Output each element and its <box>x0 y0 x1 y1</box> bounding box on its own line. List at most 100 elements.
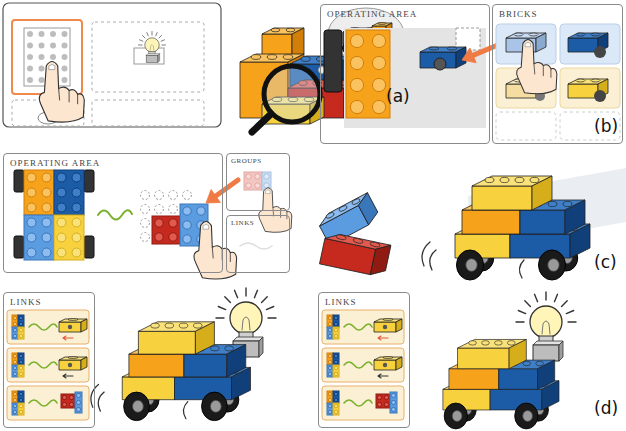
brick-stud <box>377 395 381 399</box>
brick-stud <box>155 219 163 227</box>
grid-dot <box>39 77 45 83</box>
light-ray <box>566 311 573 314</box>
brick-stud <box>372 100 385 113</box>
brick-body <box>346 30 390 118</box>
brick-side <box>396 319 402 332</box>
pointing-hand <box>517 40 557 94</box>
panel-heading: GROUPS <box>231 157 285 165</box>
brick-body <box>333 353 339 365</box>
light-ray <box>225 297 231 303</box>
brick-stud <box>155 233 163 241</box>
link-card <box>322 348 404 382</box>
light-ray <box>159 35 162 38</box>
brick-body <box>18 391 24 403</box>
base-side <box>158 54 160 63</box>
light-ray <box>139 45 143 46</box>
motion-line <box>91 385 99 408</box>
filament <box>242 317 250 330</box>
brick-side <box>396 357 402 370</box>
brick-front <box>458 348 510 369</box>
light-ray <box>245 288 246 296</box>
brick-front <box>520 210 565 234</box>
brick-front <box>374 360 396 370</box>
hub <box>523 411 533 422</box>
brick-stud <box>251 55 261 60</box>
app-frame <box>3 3 221 127</box>
motion-line <box>98 392 104 411</box>
grid-dot <box>50 54 56 60</box>
light-ray <box>140 40 143 41</box>
magnifier-handle <box>252 114 271 132</box>
port-dot <box>383 363 387 367</box>
stud-outline <box>141 191 150 200</box>
brick-stud <box>27 248 36 257</box>
grid-dot <box>27 54 33 60</box>
grid-dot <box>62 43 68 49</box>
panel-heading: BRICKS <box>499 9 618 19</box>
brick-stud <box>19 372 23 376</box>
brick-stud <box>57 173 66 182</box>
brick-stud <box>372 78 385 91</box>
bulb-glass <box>145 38 159 52</box>
tyre <box>457 250 484 280</box>
lego-brick-top <box>12 365 18 377</box>
free-space <box>344 28 486 128</box>
light-ray <box>161 40 164 41</box>
light-ray <box>147 33 148 36</box>
lego-brick-top <box>152 216 180 244</box>
lego-brick-top <box>244 172 262 190</box>
brick-stud <box>72 203 81 212</box>
fingernail <box>525 42 530 47</box>
link-squiggle <box>29 362 57 368</box>
filament <box>150 45 154 51</box>
brick-stud <box>377 402 381 406</box>
grid-dot <box>50 31 56 37</box>
brick-stud <box>500 177 509 182</box>
dashed-slot <box>92 22 204 92</box>
brick-stud <box>211 346 220 351</box>
panel-label: (b) <box>594 116 618 136</box>
brick-front <box>138 331 195 354</box>
brick-stud <box>194 323 203 328</box>
brick-stud <box>576 33 585 36</box>
stud-outline <box>169 233 178 242</box>
brick-stud <box>391 393 395 397</box>
hand-outline <box>259 188 292 233</box>
brick-stud <box>183 221 191 229</box>
small-arrow <box>378 374 388 378</box>
lego-brick-top <box>333 391 339 403</box>
brick-body <box>61 394 75 408</box>
brick-stud <box>76 400 80 404</box>
brick-stud <box>76 407 80 411</box>
brick-stud <box>514 33 523 36</box>
brick-stud <box>350 100 363 113</box>
brick-stud <box>69 402 73 406</box>
brick-stud <box>27 173 36 182</box>
brick-stud <box>334 316 338 320</box>
lego-brick-top <box>18 365 24 377</box>
brick-body <box>327 365 333 377</box>
falling-brick <box>319 232 390 278</box>
brick-side <box>81 319 87 332</box>
brick-stud <box>13 398 17 402</box>
light-bulb <box>139 32 166 63</box>
brick-front <box>568 38 598 52</box>
faint-squiggle <box>240 243 272 249</box>
brick-stud <box>536 361 544 365</box>
brick-body <box>333 365 339 377</box>
knuckle-lines <box>212 247 230 261</box>
lego-brick-top <box>333 353 339 365</box>
fingernail <box>266 190 270 194</box>
brick-stud <box>72 188 81 197</box>
motion-line <box>183 402 187 419</box>
brick-stud <box>57 233 66 242</box>
brick-stud <box>42 233 51 242</box>
brick-stud <box>42 203 51 212</box>
brick-front <box>184 354 227 377</box>
grid-dot <box>62 54 68 60</box>
brick-stud <box>328 354 332 358</box>
wheel <box>515 403 538 429</box>
link-card <box>7 386 89 420</box>
brick-side <box>355 193 381 225</box>
brick-stud <box>68 357 78 359</box>
